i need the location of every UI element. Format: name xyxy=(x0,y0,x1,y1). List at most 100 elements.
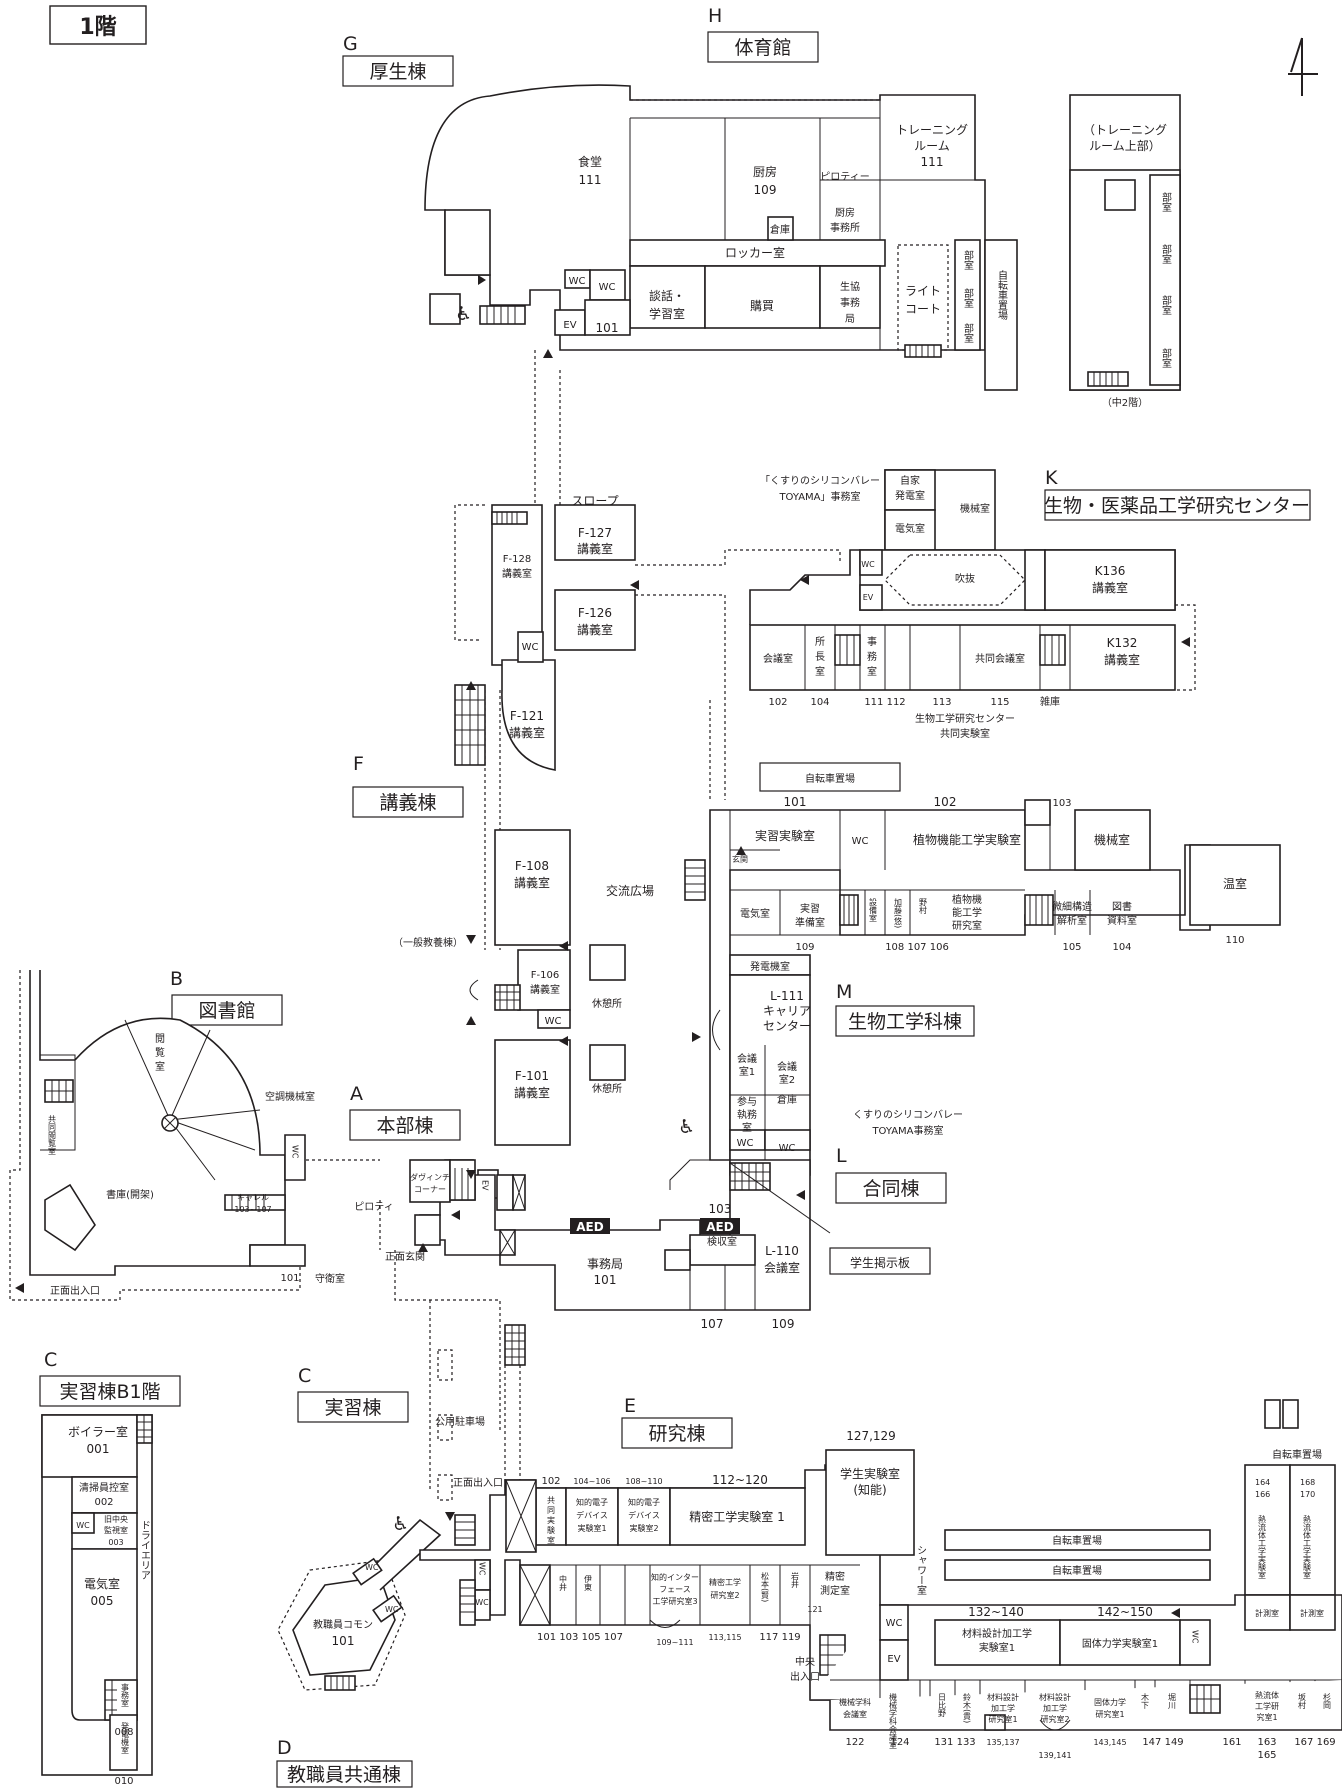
room-label-name: 本部棟 xyxy=(376,1115,433,1137)
room-label-e131-133: 131 133 xyxy=(934,1737,975,1748)
building-tag-C: C 実習棟 xyxy=(297,1365,409,1423)
aed-icon: AED xyxy=(570,1218,610,1234)
room-label-bisai1: 微細構造 xyxy=(1052,900,1092,913)
room-label-seikyo3: 局 xyxy=(845,313,855,325)
room-label-wc: WC xyxy=(886,1618,903,1629)
room-label-label: ♿ xyxy=(392,1513,409,1535)
room-label-n102m: 102 xyxy=(934,795,957,809)
room-label-chiteki2a: 知的電子 xyxy=(628,1497,660,1507)
room-label-light2: コート xyxy=(905,302,941,316)
room-label-sakamura: 坂村 xyxy=(1298,1692,1307,1709)
room-label-kyokyo3: 実 xyxy=(547,1515,555,1525)
room-label-bushitsu: 部室 xyxy=(1160,294,1172,315)
room-label-n008: 008 xyxy=(114,1727,133,1738)
room-label-f121a: F-121 xyxy=(510,709,544,723)
room-label-chubo-jimu2: 事務所 xyxy=(830,221,860,234)
room-label-jisshu-jikken: 実習実験室 xyxy=(755,828,815,843)
room-label-silicon-l1: くすりのシリコンバレー xyxy=(853,1109,963,1121)
building-F-plan xyxy=(444,504,636,1201)
room-label-l110b: 会議室 xyxy=(764,1260,800,1275)
room-label-n108-107-106: 108 107 106 xyxy=(885,942,949,953)
room-label-f106a: F-106 xyxy=(531,970,559,981)
room-label-matsumoto: 松本(賢) xyxy=(761,1571,770,1602)
room-label-kyokyo4: 験 xyxy=(547,1526,555,1535)
room-label-wc: WC xyxy=(365,1563,379,1572)
room-label-e124: 124 xyxy=(890,1737,909,1748)
room-label-n010: 010 xyxy=(114,1776,133,1787)
room-label-chubo: 厨房 xyxy=(753,164,777,179)
room-label-zairyo1c: 研究室1 xyxy=(988,1714,1017,1724)
room-label-chiteki1a: 知的電子 xyxy=(576,1497,608,1507)
building-tag-A: A 本部棟 xyxy=(349,1083,461,1141)
room-label-netsu-ken1: 熱流体 xyxy=(1255,1690,1279,1700)
room-label-seibutsu1: 生物工学研究センター xyxy=(915,712,1015,725)
room-label-jimu2: 務 xyxy=(867,650,877,663)
room-label-denki-c2: 005 xyxy=(91,1594,114,1608)
room-label-e122: 122 xyxy=(845,1737,864,1748)
room-label-kenshu: 検収室 xyxy=(707,1235,737,1248)
room-label-light1: ライト xyxy=(905,284,941,298)
room-label-silicon2: TOYAMA」事務室 xyxy=(778,490,860,503)
room-label-suzuki: 鈴木(貴) xyxy=(963,1692,972,1723)
room-label-name: 合同棟 xyxy=(862,1178,919,1200)
room-label-e101-107: 101 103 105 107 xyxy=(537,1632,623,1643)
building-K-plan xyxy=(749,469,1196,691)
room-label-netsu2: 熱流体工学実験室 xyxy=(1303,1514,1312,1579)
room-label-tosho2: 資料室 xyxy=(1107,914,1137,927)
room-label-bushitsu: 部室 xyxy=(962,287,974,308)
room-label-bisai2: 解析室 xyxy=(1057,914,1087,927)
room-label-jika1: 自家 xyxy=(900,474,920,487)
room-label-wc: WC xyxy=(852,836,869,847)
room-label-chiteki-iface2: フェース xyxy=(659,1585,691,1594)
arrow-icon xyxy=(15,275,1190,1618)
room-label-kaigi1b: 室1 xyxy=(739,1065,755,1078)
room-label-boiler1: ボイラー室 xyxy=(68,1424,128,1439)
room-label-kinoshita: 木下 xyxy=(1141,1692,1150,1710)
room-label-hatsuden-c: 発電機室 xyxy=(121,1722,130,1754)
room-label-n101b: 101 xyxy=(280,1273,299,1284)
room-label-keisoku2: 計測室 xyxy=(1300,1608,1324,1618)
room-label-kotai-ken1: 固体力学 xyxy=(1094,1697,1126,1707)
room-label-wc: WC xyxy=(545,1016,562,1027)
room-label-e135-137: 135,137 xyxy=(986,1738,1019,1747)
room-label-seikyo1: 生協 xyxy=(840,280,860,293)
room-label-onshitsu: 温室 xyxy=(1223,876,1247,891)
room-label-wc: WC xyxy=(385,1605,399,1614)
room-label-kikai-sekkei1: 材料設計加工学 xyxy=(962,1627,1032,1640)
room-label-kyodo-kaigi: 共同会議室 xyxy=(975,652,1025,665)
room-label-jitensha-okiba: 自転車置場 xyxy=(996,269,1008,321)
room-label-letter: A xyxy=(350,1083,363,1105)
room-label-slope: スロープ xyxy=(571,494,618,508)
building-tag-D: D 教職員共通棟 xyxy=(276,1737,413,1788)
gym-upper-floor xyxy=(1069,94,1181,391)
room-label-e161: 161 xyxy=(1222,1737,1241,1748)
room-label-sanyo2: 執務 xyxy=(737,1108,757,1121)
room-label-kaigi2b: 室2 xyxy=(779,1073,795,1086)
room-label-e102: 102 xyxy=(541,1476,560,1487)
room-label-seikyo2: 事務 xyxy=(840,296,860,309)
room-label-kikai: 機械室 xyxy=(960,502,990,515)
room-label-chiteki1b: デバイス xyxy=(576,1510,608,1520)
room-label-name: 講義棟 xyxy=(379,792,436,814)
room-label-kikai-sekkei2: 実験室1 xyxy=(979,1641,1015,1654)
room-label-davinci2: コーナー xyxy=(414,1185,446,1194)
room-label-bushitsu: 部室 xyxy=(1160,347,1172,368)
room-label-davinci1: ダヴィンチ xyxy=(410,1172,450,1182)
room-label-n111: 111 xyxy=(579,173,602,187)
room-label-n101: 101 xyxy=(596,321,619,335)
building-tag-F: F 講義棟 xyxy=(352,753,464,818)
parking-area xyxy=(437,1349,453,1501)
room-label-kyokyo2: 同 xyxy=(547,1506,555,1515)
room-label-keisoku1: 計測室 xyxy=(1255,1608,1279,1618)
room-label-wc: WC xyxy=(569,276,586,287)
room-label-zairyo1b: 加工学 xyxy=(991,1703,1015,1713)
room-label-kaigi1a: 会議 xyxy=(737,1052,757,1065)
room-label-k136a: K136 xyxy=(1095,564,1126,578)
building-B-plan xyxy=(29,970,306,1276)
room-label-l111b: キャリア xyxy=(763,1004,811,1018)
room-label-n109: 109 xyxy=(754,183,777,197)
building-tag-H: H 体育館 xyxy=(707,5,819,63)
room-label-zairyo2c: 研究室2 xyxy=(1040,1714,1069,1724)
aed-icon: AED xyxy=(700,1218,740,1234)
